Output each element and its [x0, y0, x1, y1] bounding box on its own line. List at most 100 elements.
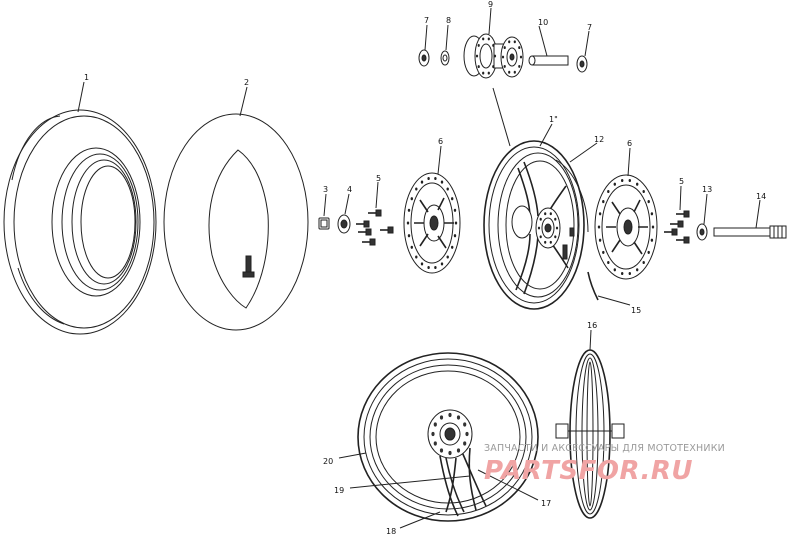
hole-dot: [493, 54, 497, 58]
hole-dot: [420, 180, 424, 184]
hole-dot: [651, 225, 655, 229]
hole-dot: [492, 43, 495, 47]
hole-dot: [453, 234, 457, 238]
hole-dot: [636, 268, 639, 272]
hole-dot: [508, 70, 511, 74]
hole-dot: [554, 217, 557, 221]
hole-dot: [650, 238, 654, 242]
hole-dot: [647, 200, 650, 204]
hole-dot: [554, 235, 557, 239]
spacer-part-13: [696, 223, 708, 241]
hole-dot: [602, 250, 605, 254]
callout-5-right: 5: [679, 177, 684, 186]
callout-7-right: 7: [587, 23, 592, 32]
hole-dot: [503, 46, 506, 50]
hole-dot: [434, 265, 437, 270]
callout-9: 9: [488, 0, 493, 9]
hole-dot: [636, 182, 639, 186]
hole-dot: [482, 71, 485, 75]
hole-dot: [482, 37, 485, 41]
callout-16: 16: [587, 321, 597, 330]
callout-4: 4: [347, 185, 352, 194]
callout-8: 8: [446, 16, 451, 25]
callout-10: 10: [538, 18, 548, 27]
callout-7-left: 7: [424, 16, 429, 25]
leader-lines: [77, 7, 761, 529]
bearing-part-7-left: [418, 49, 430, 67]
hole-dot: [503, 64, 506, 68]
hole-dot: [613, 182, 616, 186]
hole-dot: [544, 212, 547, 216]
axle-nut-part-3: [318, 217, 330, 230]
hole-dot: [519, 55, 523, 59]
callout-6-left: 6: [438, 137, 443, 146]
rim-tape-part-12: [555, 159, 589, 233]
bolts-part-5-right: [664, 210, 690, 244]
hole-dot: [501, 55, 505, 59]
hole-dot: [427, 265, 430, 270]
hole-dot: [647, 250, 650, 254]
hole-dot: [451, 245, 454, 249]
callout-15: 15: [631, 306, 641, 315]
callout-18: 18: [386, 527, 396, 536]
hole-dot: [431, 431, 435, 437]
callout-14: 14: [756, 192, 766, 201]
hole-dot: [446, 187, 449, 191]
hole-dot: [650, 212, 654, 216]
callout-17: 17: [541, 499, 551, 508]
hole-dot: [433, 441, 437, 446]
callout-1: 1: [84, 73, 89, 82]
hole-dot: [621, 178, 624, 183]
callout-13: 13: [702, 185, 712, 194]
hole-dot: [602, 200, 605, 204]
spacer-part-4: [337, 214, 351, 234]
hole-dot: [433, 422, 437, 427]
callout-19: 19: [334, 486, 344, 495]
hole-dot: [607, 260, 610, 265]
hole-dot: [415, 255, 418, 259]
hole-dot: [463, 441, 467, 446]
hole-dot: [508, 40, 511, 44]
hole-dot: [513, 40, 516, 44]
rim-side-part-16: [555, 349, 625, 519]
hole-dot: [407, 208, 411, 212]
hole-dot: [539, 217, 542, 221]
hole-dot: [456, 448, 461, 453]
hole-dot: [451, 197, 454, 201]
hole-dot: [440, 262, 444, 266]
callout-3: 3: [323, 185, 328, 194]
hole-dot: [628, 178, 631, 183]
bearing-part-7-right: [576, 55, 588, 73]
hole-dot: [446, 255, 449, 259]
callout-12: 12: [594, 135, 604, 144]
hole-dot: [544, 240, 547, 244]
hole-dot: [448, 450, 452, 456]
tire-part-1: [3, 109, 157, 335]
brake-disc-part-6-right: [594, 174, 658, 280]
hole-dot: [477, 43, 480, 47]
hub-part-9: [463, 33, 524, 79]
hole-dot: [518, 64, 521, 68]
hole-dot: [463, 422, 467, 427]
hole-dot: [477, 65, 480, 69]
hole-dot: [487, 37, 490, 41]
hole-dot: [427, 176, 430, 181]
hole-dot: [642, 189, 645, 194]
watermark-logo: PARTSFOR.RU: [484, 456, 693, 486]
hole-dot: [492, 65, 495, 69]
hole-dot: [607, 189, 610, 194]
valve-part-15: [587, 271, 599, 301]
hub-part-18: [427, 409, 473, 459]
hole-dot: [406, 221, 410, 225]
hole-dot: [613, 268, 616, 272]
hole-dot: [420, 262, 424, 266]
hole-dot: [621, 271, 624, 276]
hole-dot: [407, 234, 411, 238]
axle-part-14: [713, 225, 787, 239]
hole-dot: [513, 70, 516, 74]
hole-dot: [598, 238, 602, 242]
hole-dot: [434, 176, 437, 181]
spokes-part-19: [439, 447, 487, 517]
hole-dot: [453, 208, 457, 212]
